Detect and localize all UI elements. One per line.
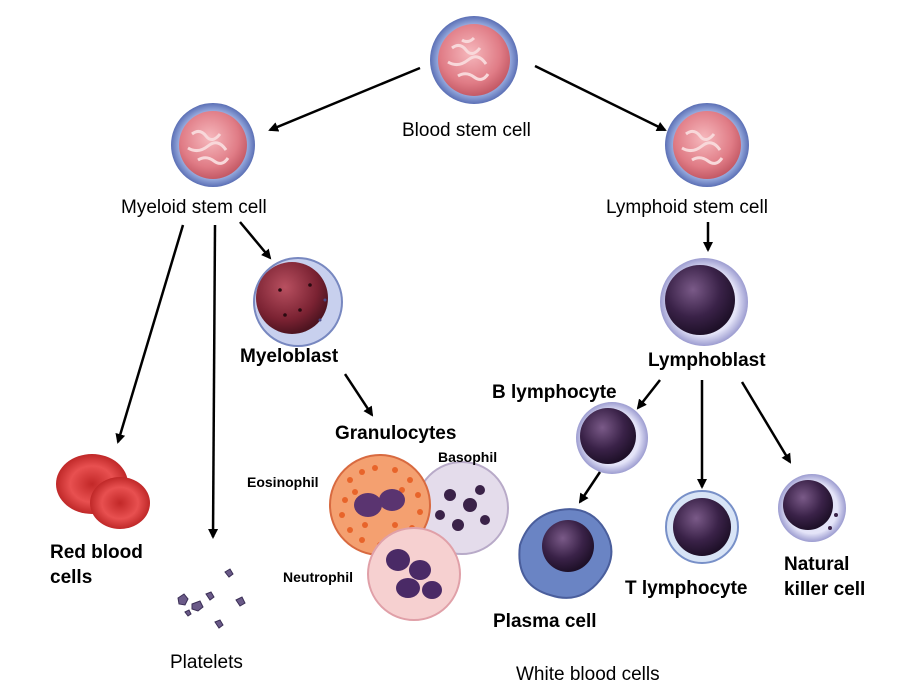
label-red-blood-cells-line1: Red blood (50, 542, 143, 563)
label-white-blood-cells: White blood cells (516, 664, 660, 685)
arrow-lymphoblast-to-nk (740, 381, 792, 464)
arrow-b-to-plasma (578, 471, 602, 504)
arrow-myeloid-to-rbc (115, 224, 185, 444)
arrow-myeloblast-to-granulocytes (343, 373, 374, 417)
myeloblast-image (253, 257, 343, 347)
myeloid-stem-cell-image (171, 103, 255, 187)
arrow-myeloid-to-platelets (208, 224, 219, 539)
arrow-stem-to-lymphoid (534, 64, 667, 132)
label-t-lymphocyte: T lymphocyte (625, 578, 748, 599)
neutrophil-image (367, 527, 461, 621)
arrow-lymphoblast-to-b (636, 379, 661, 410)
plasma-cell-image (518, 508, 613, 599)
label-blood-stem-cell: Blood stem cell (402, 120, 531, 141)
b-lymphocyte-image (576, 402, 648, 474)
blood-stem-cell-image (430, 16, 518, 104)
label-platelets: Platelets (170, 652, 243, 673)
lineage-arrows (115, 64, 792, 539)
label-natural-killer-line2: killer cell (784, 579, 866, 600)
arrow-stem-to-myeloid (268, 66, 421, 132)
red-blood-cells-image (56, 454, 150, 529)
label-basophil: Basophil (438, 449, 498, 465)
label-red-blood-cells-line2: cells (50, 567, 93, 588)
label-lymphoid-stem-cell: Lymphoid stem cell (606, 197, 768, 218)
basophil-image (415, 461, 509, 555)
label-plasma-cell: Plasma cell (493, 611, 597, 632)
label-natural-killer-line1: Natural (784, 554, 850, 575)
platelets-image (177, 568, 246, 629)
label-b-lymphocyte: B lymphocyte (492, 382, 617, 403)
lymphoblast-image (660, 258, 748, 346)
label-granulocytes: Granulocytes (335, 423, 457, 444)
label-myeloblast: Myeloblast (240, 346, 339, 367)
label-neutrophil: Neutrophil (283, 569, 353, 585)
arrow-myeloid-to-myeloblast (239, 221, 272, 260)
label-myeloid-stem-cell: Myeloid stem cell (121, 197, 267, 218)
natural-killer-cell-image (778, 474, 846, 542)
t-lymphocyte-image (665, 490, 739, 564)
label-eosinophil: Eosinophil (247, 474, 319, 490)
lymphoid-stem-cell-image (665, 103, 749, 187)
label-lymphoblast: Lymphoblast (648, 350, 766, 371)
